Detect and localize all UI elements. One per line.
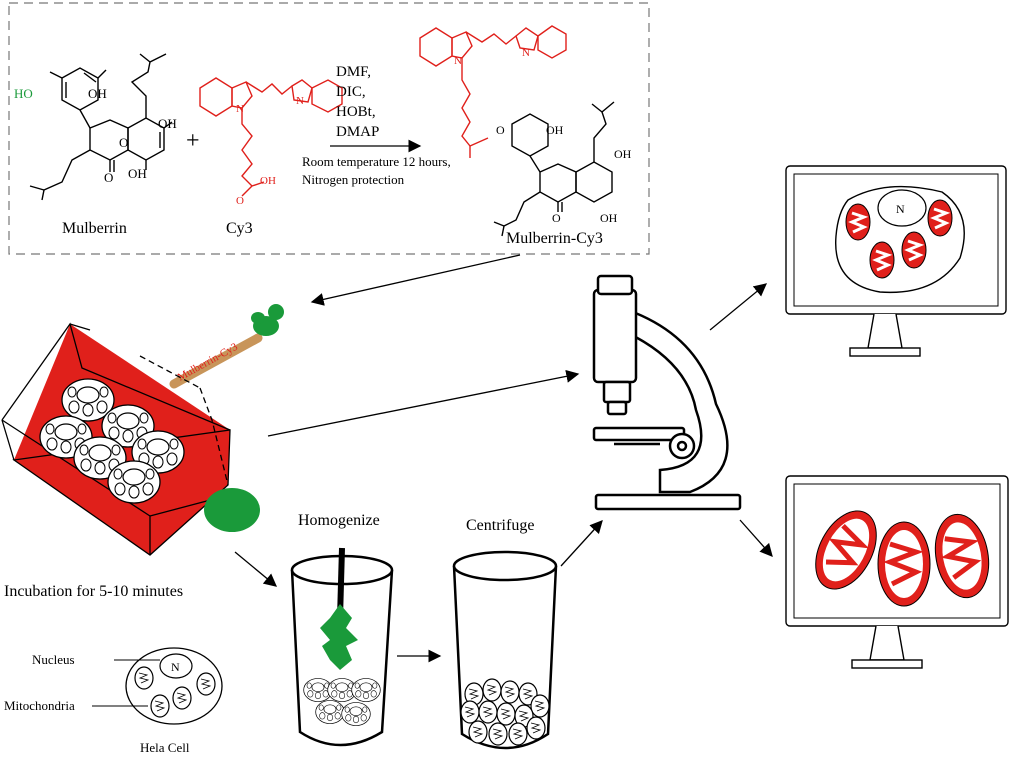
cy3-structure [199, 77, 343, 197]
reagent-4: DMAP [336, 124, 379, 140]
monitor-top [785, 165, 1007, 357]
cy3-nplus: N [296, 95, 304, 107]
homogenize-tube [290, 547, 394, 747]
product-oh-2: OH [614, 147, 632, 161]
reagent-3: HOBt, [336, 104, 376, 120]
homogenize-label: Homogenize [298, 512, 380, 529]
mulberrin-o-carbonyl: O [104, 170, 113, 185]
cy3-n: N [236, 103, 244, 115]
reagent-1: DMF, [336, 64, 371, 80]
product-name: Mulberrin-Cy3 [506, 230, 603, 247]
reagent-2: DIC, [336, 84, 366, 100]
condition-2: Nitrogen protection [302, 172, 405, 187]
arrow-centrifuge-to-microscope [560, 520, 603, 567]
arrow-product-to-probe [310, 254, 521, 306]
product-o-carbonyl: O [552, 211, 561, 225]
centrifuge-tube [452, 550, 558, 750]
mulberrin-name: Mulberrin [62, 220, 127, 237]
monitor-top-nucleus: N [896, 202, 905, 216]
probe-pipette [169, 304, 284, 389]
product-nplus: N [522, 47, 530, 59]
product-oh-1: OH [546, 123, 564, 137]
legend-cell: Hela Cell [140, 740, 190, 755]
arrow-microscope-to-monitor-top [709, 283, 768, 331]
culture-flask [1, 322, 260, 556]
cy3-oh: OH [260, 175, 276, 187]
plus-sign: + [186, 128, 200, 154]
product-oh-3: OH [600, 211, 618, 225]
cy3-o: O [236, 195, 244, 207]
arrow-microscope-to-monitor-bottom [739, 519, 773, 557]
product-mulberrin-part [493, 101, 615, 237]
incubation-label: Incubation for 5-10 minutes [4, 583, 183, 600]
cy3-name: Cy3 [226, 220, 253, 237]
condition-1: Room temperature 12 hours, [302, 154, 451, 169]
product-ester-o: O [496, 123, 505, 137]
legend-mitochondria: Mitochondria [4, 698, 75, 713]
reaction-box [8, 2, 650, 255]
product-cy3-part [419, 25, 567, 158]
legend-nucleus: Nucleus [32, 652, 75, 667]
mulberrin-oh-3: OH [128, 166, 147, 181]
arrow-flask-to-microscope [267, 369, 580, 437]
legend-nucleus-letter: N [171, 660, 180, 674]
monitor-bottom [785, 475, 1009, 669]
product-n: N [454, 55, 462, 67]
mulberrin-o-ring: O [119, 135, 128, 150]
arrow-flask-to-tube [234, 551, 278, 587]
centrifuge-label: Centrifuge [466, 517, 534, 534]
probe-label: Mulberrin-Cy3 [176, 341, 241, 384]
hela-cell-legend [92, 647, 223, 725]
mulberrin-structure [29, 53, 173, 201]
mulberrin-oh-2: OH [158, 116, 177, 131]
mulberrin-oh-1: OH [88, 86, 107, 101]
mulberrin-ho: HO [14, 86, 33, 101]
microscope [592, 274, 742, 511]
